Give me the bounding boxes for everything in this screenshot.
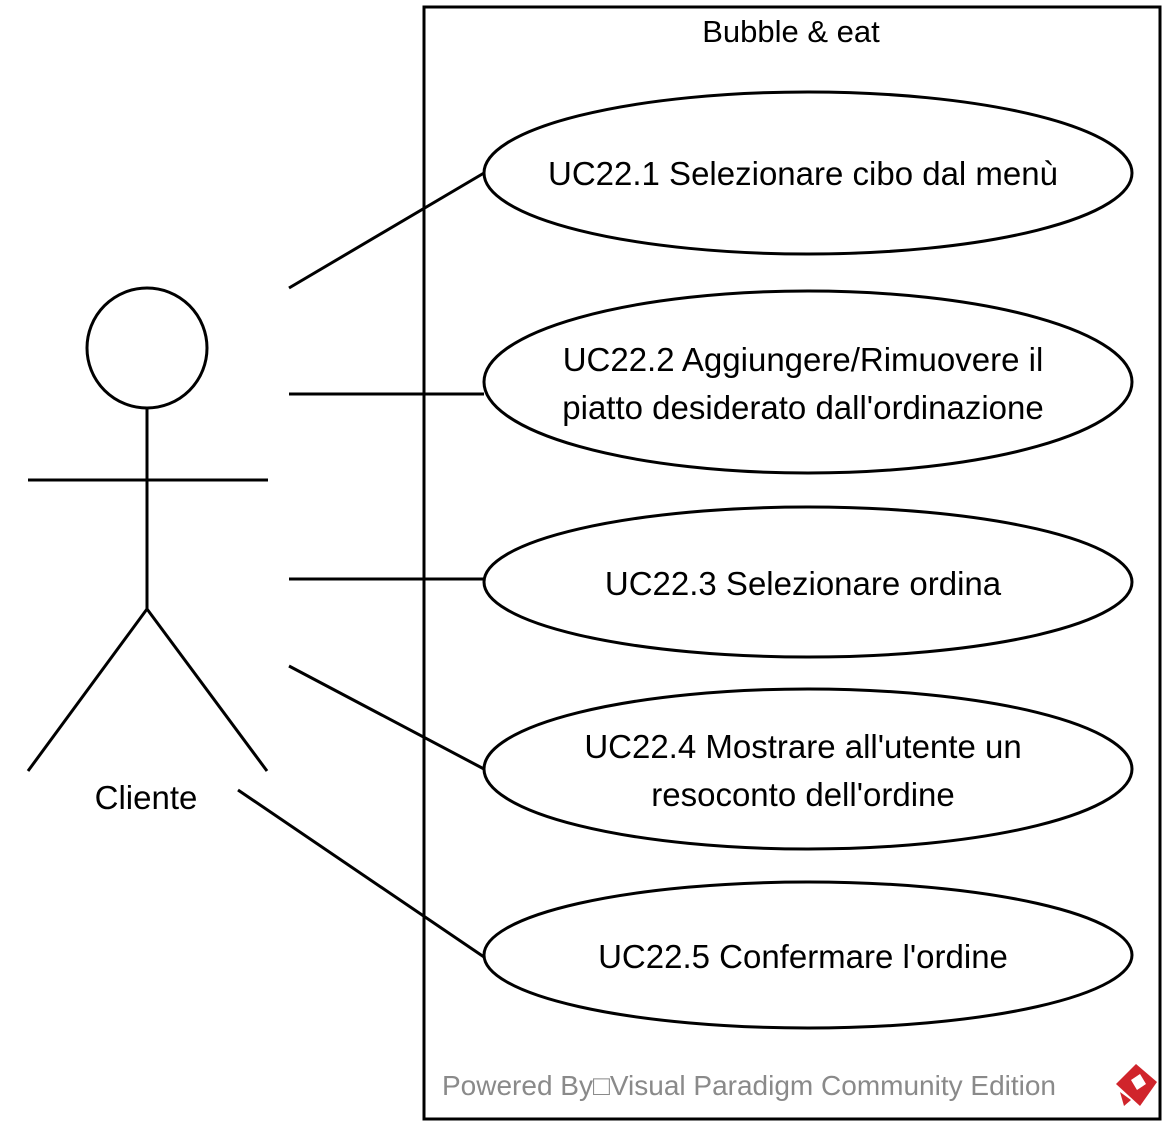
use-case-uc4[interactable]: UC22.4 Mostrare all'utente un resoconto … xyxy=(482,687,1134,851)
use-case-label: UC22.1 Selezionare cibo dal menù xyxy=(548,155,1058,192)
use-case-ellipse xyxy=(482,505,1134,659)
actor-head xyxy=(85,286,209,410)
use-case-label-line-1: UC22.2 Aggiungere/Rimuovere il xyxy=(563,341,1044,378)
visual-paradigm-logo-icon xyxy=(1116,1064,1157,1106)
use-case-uc3[interactable]: UC22.3 Selezionare ordina xyxy=(482,505,1134,659)
use-case-ellipse xyxy=(482,289,1134,475)
use-case-label-line-1: UC22.4 Mostrare all'utente un xyxy=(584,728,1021,765)
system-boundary xyxy=(422,5,1162,1121)
use-case-label: UC22.5 Confermare l'ordine xyxy=(598,938,1008,975)
association-uc4 xyxy=(288,664,485,771)
actor-right-leg xyxy=(145,608,269,772)
use-case-label-line-2: resoconto dell'ordine xyxy=(651,776,955,813)
system-title: Bubble & eat xyxy=(702,14,880,49)
use-case-uc5[interactable]: UC22.5 Confermare l'ordine xyxy=(482,880,1134,1030)
actor-figure xyxy=(26,286,269,772)
watermark-text: Powered By□Visual Paradigm Community Edi… xyxy=(442,1070,1056,1101)
actor-name: Cliente xyxy=(95,779,198,816)
use-case-label-line-2: piatto desiderato dall'ordinazione xyxy=(562,389,1043,426)
use-case-uc2[interactable]: UC22.2 Aggiungere/Rimuovere il piatto de… xyxy=(482,289,1134,475)
use-case-ellipse xyxy=(482,90,1134,256)
use-case-ellipse xyxy=(482,687,1134,851)
use-case-ellipse xyxy=(482,880,1134,1030)
association-uc5 xyxy=(237,788,485,959)
actor-left-leg xyxy=(26,608,149,772)
use-case-uc1[interactable]: UC22.1 Selezionare cibo dal menù xyxy=(482,90,1134,256)
associations xyxy=(237,171,485,959)
association-uc1 xyxy=(288,171,485,290)
use-case-label: UC22.3 Selezionare ordina xyxy=(605,565,1002,602)
